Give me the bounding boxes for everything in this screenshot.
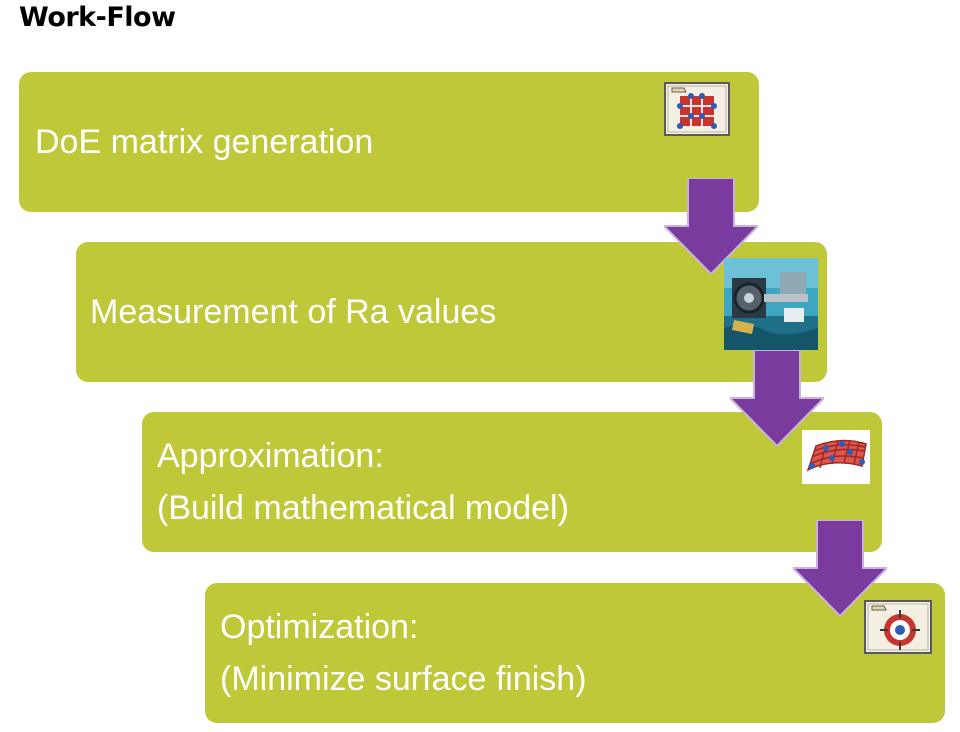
workflow-step-doe: DoE matrix generation	[19, 72, 759, 212]
target-optimization-icon	[864, 600, 932, 654]
step-label: Measurement of Ra values	[90, 293, 497, 331]
workflow-step-approximation: Approximation: (Build mathematical model…	[142, 412, 882, 552]
step-label: Approximation:	[157, 437, 384, 475]
step-sublabel: (Minimize surface finish)	[220, 660, 587, 698]
down-arrow-icon	[730, 350, 824, 446]
surface-mesh-icon	[802, 430, 870, 484]
page-title: Work-Flow	[19, 2, 176, 33]
step-label: Optimization:	[220, 608, 419, 646]
lathe-machine-photo	[724, 258, 818, 350]
doe-matrix-icon	[664, 82, 730, 136]
down-arrow-icon	[793, 520, 887, 616]
workflow-step-optimization: Optimization: (Minimize surface finish)	[205, 583, 945, 723]
step-label: DoE matrix generation	[35, 123, 374, 161]
down-arrow-icon	[664, 178, 758, 274]
step-sublabel: (Build mathematical model)	[157, 489, 569, 527]
